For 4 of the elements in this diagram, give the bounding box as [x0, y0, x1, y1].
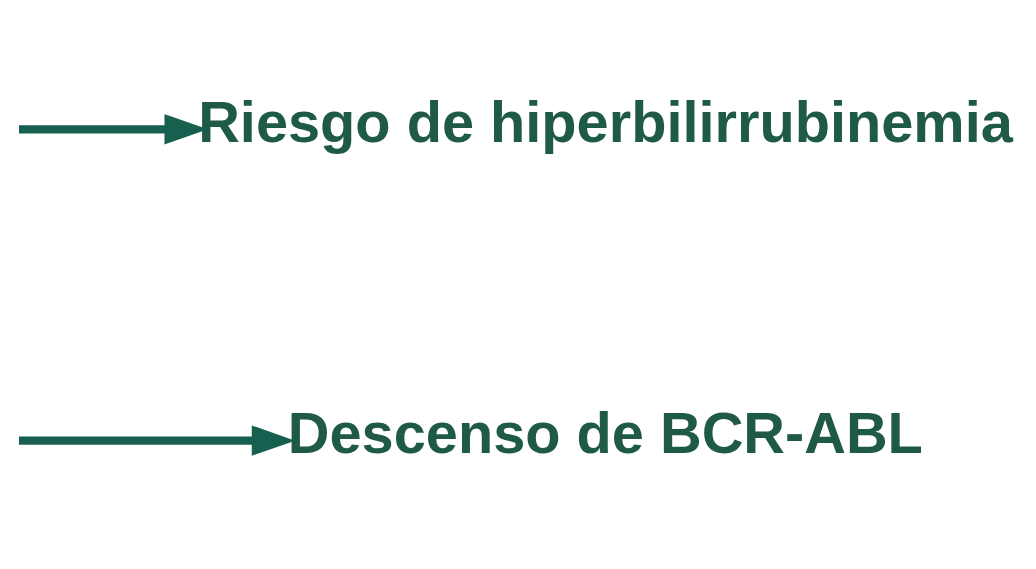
- node-text: Riesgo de hiperbilirrubinemia: [198, 89, 1013, 154]
- node-text: Descenso de BCR-ABL: [287, 400, 923, 465]
- arrow: [19, 113, 208, 145]
- arrow: [19, 424, 296, 456]
